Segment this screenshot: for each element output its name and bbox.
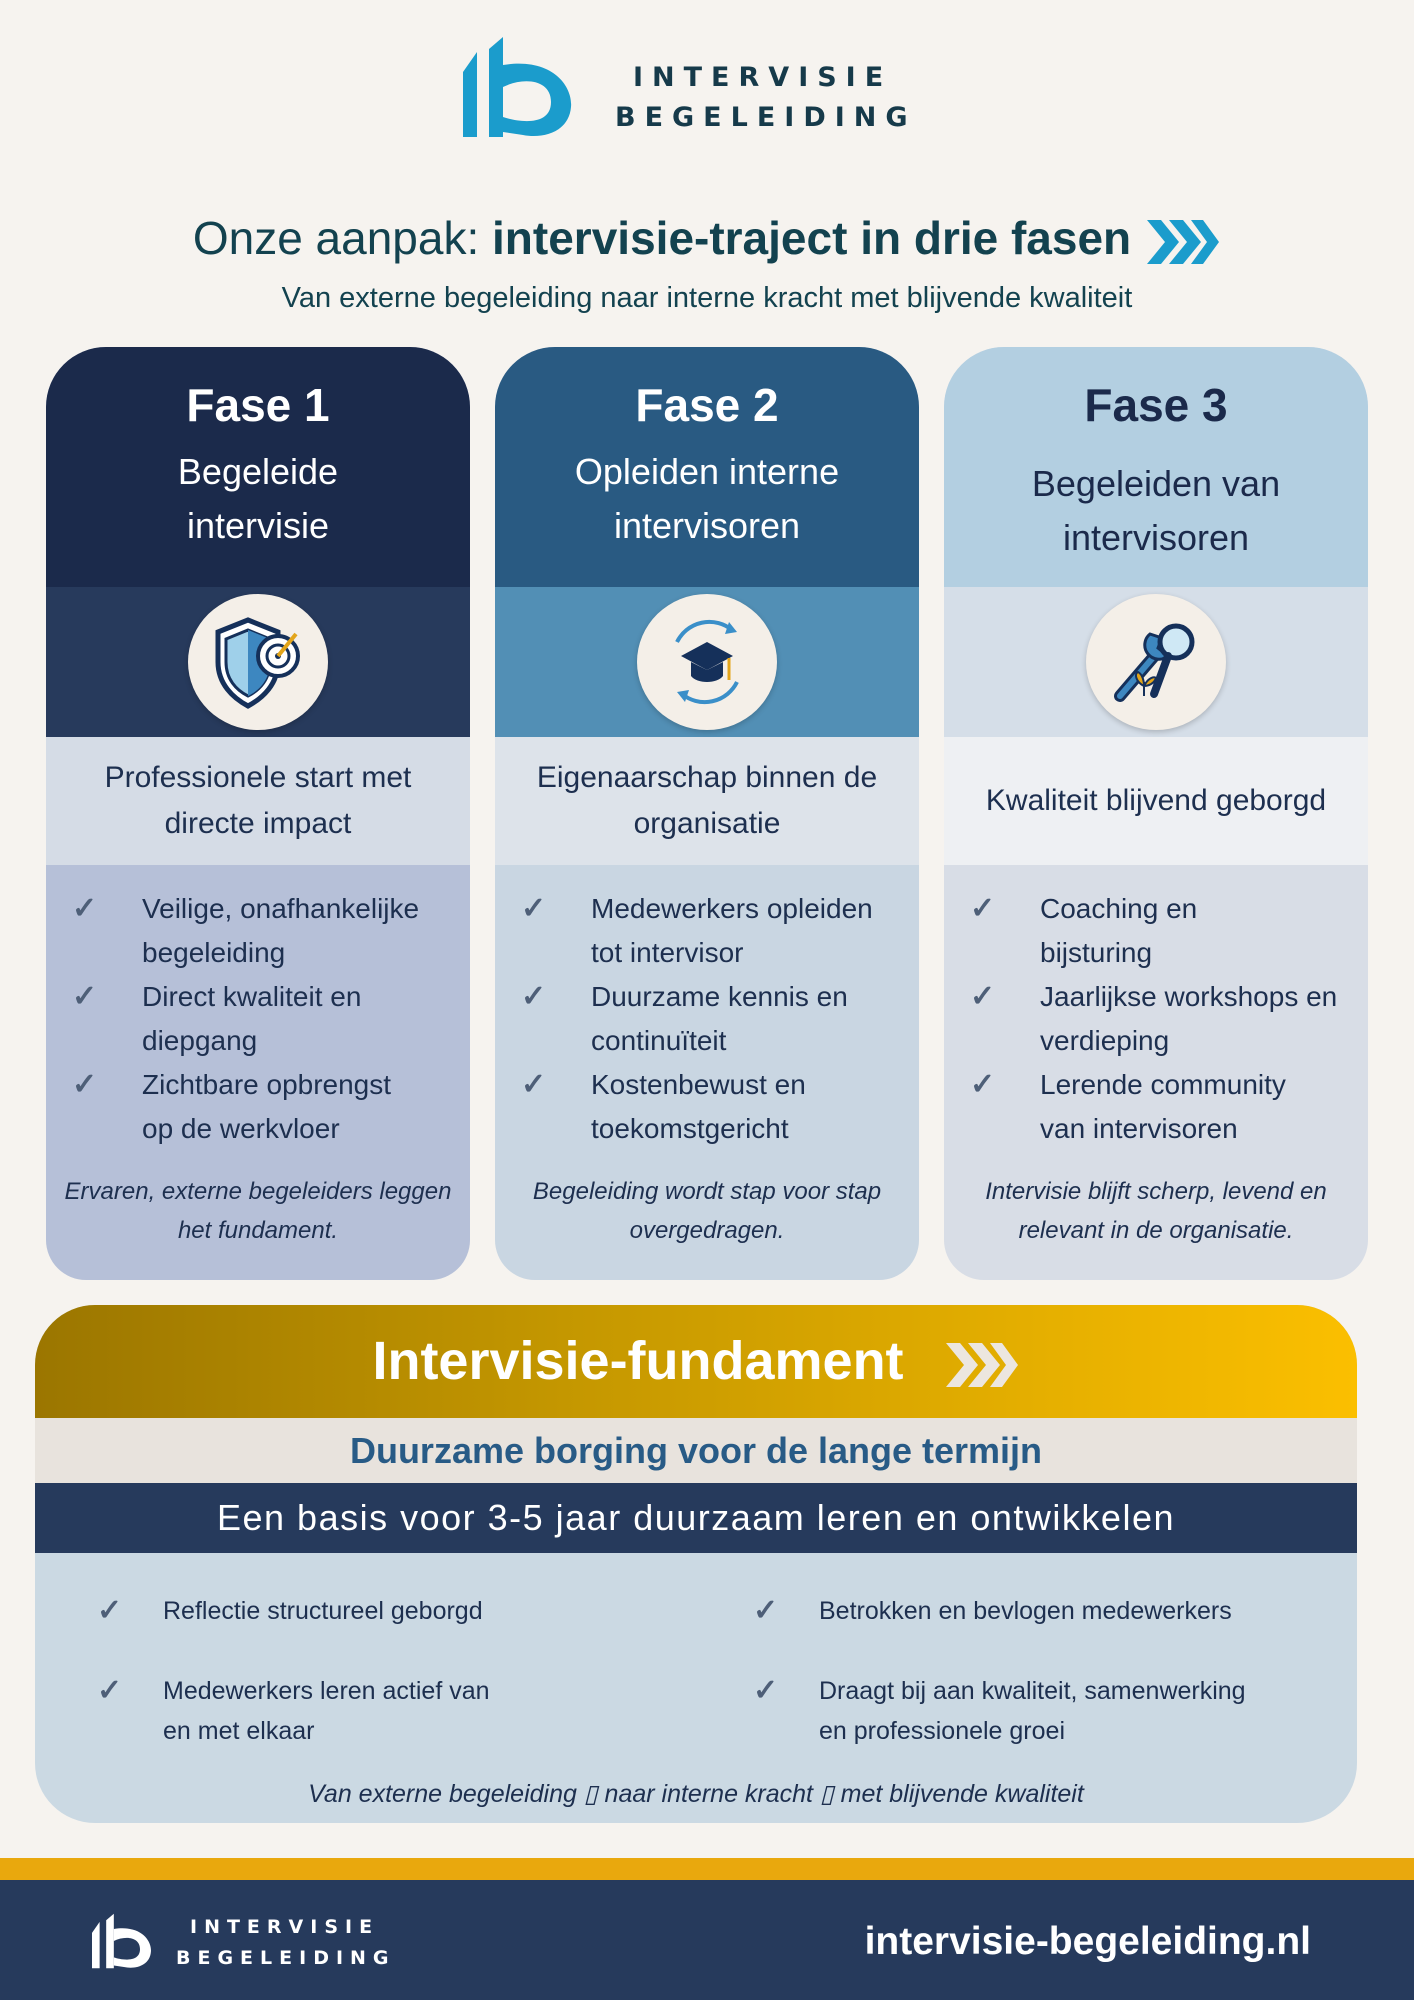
list-item: ✓Lerende community van intervisoren (970, 1063, 1352, 1151)
shield-target-icon (188, 594, 328, 730)
list-item: ✓Medewerkers opleiden tot intervisor (521, 887, 903, 975)
footer (0, 1880, 1414, 2000)
list-item: ✓Duurzame kennis en continuïteit (521, 975, 903, 1063)
page-title: Onze aanpak: intervisie-traject in drie … (0, 205, 1414, 271)
list-item: ✓Betrokken en bevlogen medewerkers (751, 1591, 1232, 1631)
list-item: ✓Kostenbewust en toekomstgericht (521, 1063, 903, 1151)
phase-note: Begeleiding wordt stap voor stap overged… (532, 1178, 882, 1244)
phase-label: Fase 3 (1084, 379, 1228, 431)
phase-title: Opleiden interne intervisoren (574, 451, 840, 546)
check-icon: ✓ (72, 980, 98, 1013)
phase-card-3: Fase 3 Begeleiden van intervisoren Kwalit… (944, 347, 1368, 1280)
check-icon: ✓ (521, 1068, 547, 1101)
phase-note: Intervisie blijft scherp, levend en rele… (985, 1178, 1327, 1244)
page-subtitle: Van externe begeleiding naar interne kra… (281, 282, 1133, 314)
foundation-note: Van externe begeleiding ▯ naar interne k… (308, 1780, 1084, 1808)
check-icon: ✓ (521, 980, 547, 1013)
foundation-header: Intervisie-fundament (35, 1305, 1357, 1418)
check-icon: ✓ (970, 1068, 996, 1101)
website-link[interactable]: intervisie-begeleiding.nl (864, 1920, 1311, 1963)
phase-tagline: Eigenaarschap binnen de organisatie (495, 737, 919, 865)
check-icon: ✓ (72, 1068, 98, 1101)
footer-logo-icon (92, 1913, 151, 1969)
phase-label: Fase 1 (186, 379, 330, 431)
phase-tagline: Professionele start met directe impact (46, 737, 470, 865)
foundation-title: Intervisie-fundament (372, 1331, 904, 1391)
list-item: ✓Veilige, onafhankelijke begeleiding (72, 887, 454, 975)
foundation-banner: Een basis voor 3-5 jaar duurzaam leren e… (35, 1483, 1357, 1553)
foundation-panel: Intervisie-fundament Duurzame borging vo… (35, 1305, 1357, 1823)
list-item: ✓Coaching en bijsturing (970, 887, 1352, 975)
list-item: ✓Medewerkers leren actief van en met elk… (95, 1671, 495, 1751)
brand-logo-icon (463, 37, 572, 137)
foundation-subtitle: Duurzame borging voor de lange termijn (35, 1418, 1357, 1483)
check-icon: ✓ (72, 892, 98, 925)
phase-title: Begeleide intervisie (177, 451, 339, 546)
graduation-cap-cycle-icon (637, 594, 777, 730)
phase-card-1: Fase 1 Begeleide intervisie Professionele… (46, 347, 470, 1280)
phase-tagline: Kwaliteit blijvend geborgd (944, 737, 1368, 865)
list-item: ✓Direct kwaliteit en diepgang (72, 975, 454, 1063)
check-icon: ✓ (970, 980, 996, 1013)
phase-label: Fase 2 (635, 379, 779, 431)
list-item: ✓Jaarlijkse workshops en verdieping (970, 975, 1352, 1063)
wrench-magnifier-icon (1086, 594, 1226, 730)
accent-stripe (0, 1858, 1414, 1880)
check-icon: ✓ (753, 1674, 779, 1707)
check-icon: ✓ (521, 892, 547, 925)
check-icon: ✓ (97, 1594, 123, 1627)
check-icon: ✓ (97, 1674, 123, 1707)
phase-title: Begeleiden van intervisoren (1031, 463, 1281, 558)
chevrons-icon (945, 1342, 1018, 1387)
list-item: ✓Reflectie structureel geborgd (95, 1591, 483, 1631)
chevrons-icon (1147, 219, 1220, 264)
phase-note: Ervaren, externe begeleiders leggen het … (64, 1178, 452, 1244)
list-item: ✓Draagt bij aan kwaliteit, samenwerking … (751, 1671, 1311, 1751)
list-item: ✓Zichtbare opbrengst op de werkvloer (72, 1063, 454, 1151)
phase-card-2: Fase 2 Opleiden interne intervisoren Eige… (495, 347, 919, 1280)
check-icon: ✓ (753, 1594, 779, 1627)
check-icon: ✓ (970, 892, 996, 925)
